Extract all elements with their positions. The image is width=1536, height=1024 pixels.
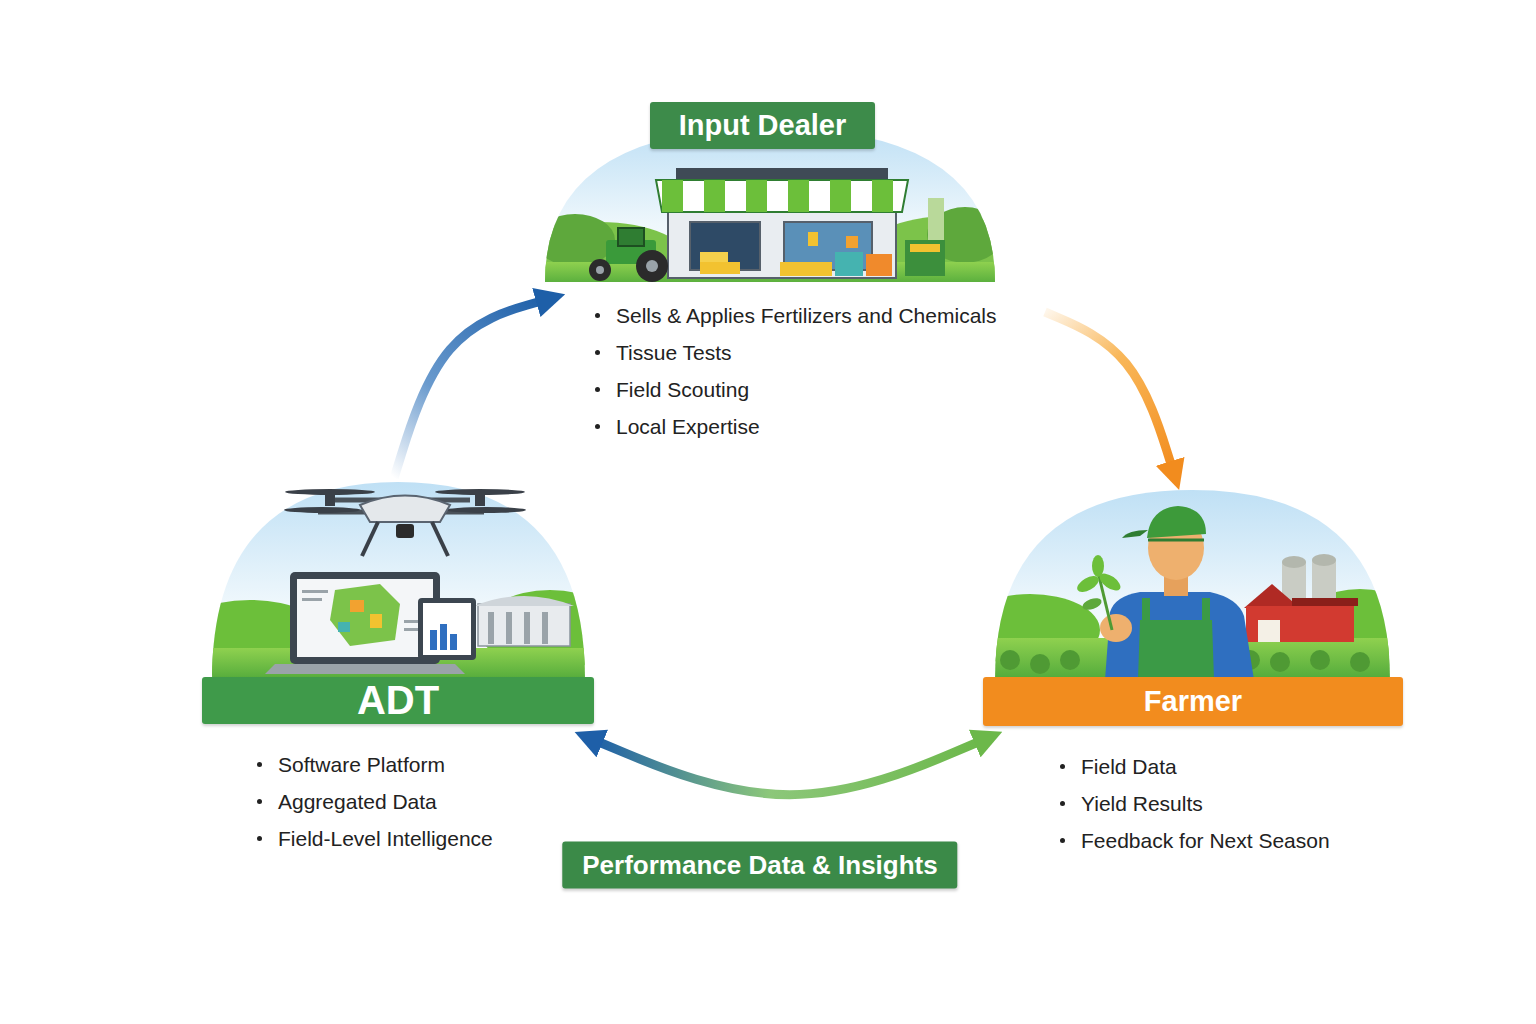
- bullet-item: Feedback for Next Season: [1060, 822, 1403, 859]
- bullet-text: Tissue Tests: [616, 334, 732, 371]
- bullet-dot: [257, 799, 262, 804]
- bullet-item: Aggregated Data: [257, 783, 594, 820]
- illustration-space: [202, 478, 594, 677]
- bullet-text: Yield Results: [1081, 785, 1203, 822]
- bullet-item: Tissue Tests: [595, 334, 1045, 371]
- bullet-text: Field-Level Intelligence: [278, 820, 493, 857]
- bullet-dot: [595, 313, 600, 318]
- node-title: Input Dealer: [650, 102, 875, 149]
- bullet-text: Software Platform: [278, 746, 445, 783]
- illustration-space: [983, 470, 1403, 677]
- bullet-item: Yield Results: [1060, 785, 1403, 822]
- bullet-list: Field DataYield ResultsFeedback for Next…: [983, 748, 1403, 859]
- bullet-dot: [1060, 764, 1065, 769]
- bullet-text: Local Expertise: [616, 408, 760, 445]
- bullet-item: Local Expertise: [595, 408, 1045, 445]
- farmer-scene: [960, 490, 1420, 682]
- bullet-item: Software Platform: [257, 746, 594, 783]
- node-title: Farmer: [983, 677, 1403, 726]
- bullet-text: Sells & Applies Fertilizers and Chemical…: [616, 297, 996, 334]
- bullet-text: Aggregated Data: [278, 783, 437, 820]
- bullet-dot: [595, 350, 600, 355]
- bullet-item: Field Data: [1060, 748, 1403, 785]
- dealer-node: Input DealerSells & Applies Fertilizers …: [545, 102, 1045, 445]
- drone-illustration: [284, 489, 526, 556]
- bullet-dot: [1060, 801, 1065, 806]
- farmer-node: FarmerField DataYield ResultsFeedback fo…: [983, 470, 1403, 859]
- adt-scene: [170, 482, 620, 682]
- dealer-scene: [510, 128, 1040, 302]
- bullet-text: Field Scouting: [616, 371, 749, 408]
- adt-node: ADT Software PlatformAggregated DataField…: [202, 478, 594, 857]
- bullet-text: Field Data: [1081, 748, 1177, 785]
- edge-label: Performance Data & Insights: [562, 842, 957, 889]
- bullet-dot: [1060, 838, 1065, 843]
- illustration-space: [545, 149, 1045, 297]
- bullet-dot: [257, 836, 262, 841]
- bullet-list: Software PlatformAggregated DataField-Le…: [202, 746, 594, 857]
- bullet-dot: [257, 762, 262, 767]
- bullet-item: Field-Level Intelligence: [257, 820, 594, 857]
- node-title: ADT: [202, 677, 594, 724]
- flow-arrow: [594, 740, 983, 795]
- flow-arrow: [394, 300, 545, 478]
- bullet-dot: [595, 424, 600, 429]
- bullet-list: Sells & Applies Fertilizers and Chemical…: [545, 297, 1045, 445]
- bullet-item: Sells & Applies Fertilizers and Chemical…: [595, 297, 1045, 334]
- bullet-dot: [595, 387, 600, 392]
- bullet-item: Field Scouting: [595, 371, 1045, 408]
- bullet-text: Feedback for Next Season: [1081, 822, 1330, 859]
- flow-arrow: [1045, 312, 1173, 470]
